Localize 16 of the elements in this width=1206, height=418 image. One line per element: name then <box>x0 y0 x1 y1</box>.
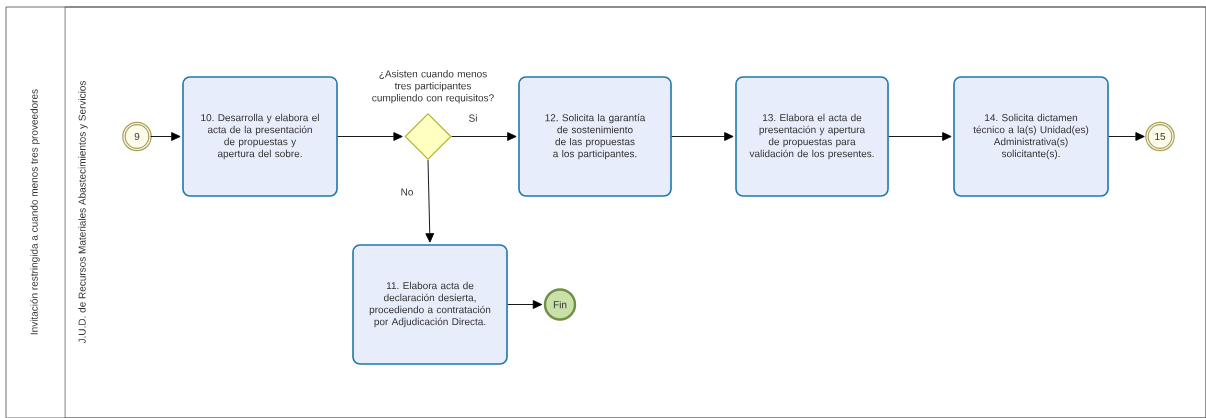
arrow <box>1108 132 1145 141</box>
arrow <box>451 132 517 141</box>
arrow <box>425 159 435 243</box>
task-box: 12. Solicita la garantía de sostenimiento de las propuestas a los participantes. <box>518 76 672 197</box>
edge-label: Si <box>467 113 479 123</box>
edge-label: No <box>399 187 415 197</box>
arrow <box>671 132 734 141</box>
arrow <box>337 132 403 141</box>
node-label: ¿Asisten cuando menos tres participantes cumpliendo con requisitos? <box>372 70 494 104</box>
task-box: 11. Elabora acta de declaración desierta, procediendo a contratación por Adjudicación Directa. <box>352 244 508 365</box>
arrow <box>507 300 543 309</box>
arrow <box>888 132 952 141</box>
task-box: 14. Solicita dictamen técnico a la(s) Unidad(es) Administrativa(s) solicitante(s). <box>953 76 1109 197</box>
arrow <box>150 132 181 141</box>
task-box: 13. Elabora el acta de presentación y apertura de propuestas para validación de los presentes. <box>735 76 889 197</box>
task-box: 10. Desarrolla y elabora el acta de la presentación de propuestas y apertura del sobre. <box>182 76 338 197</box>
